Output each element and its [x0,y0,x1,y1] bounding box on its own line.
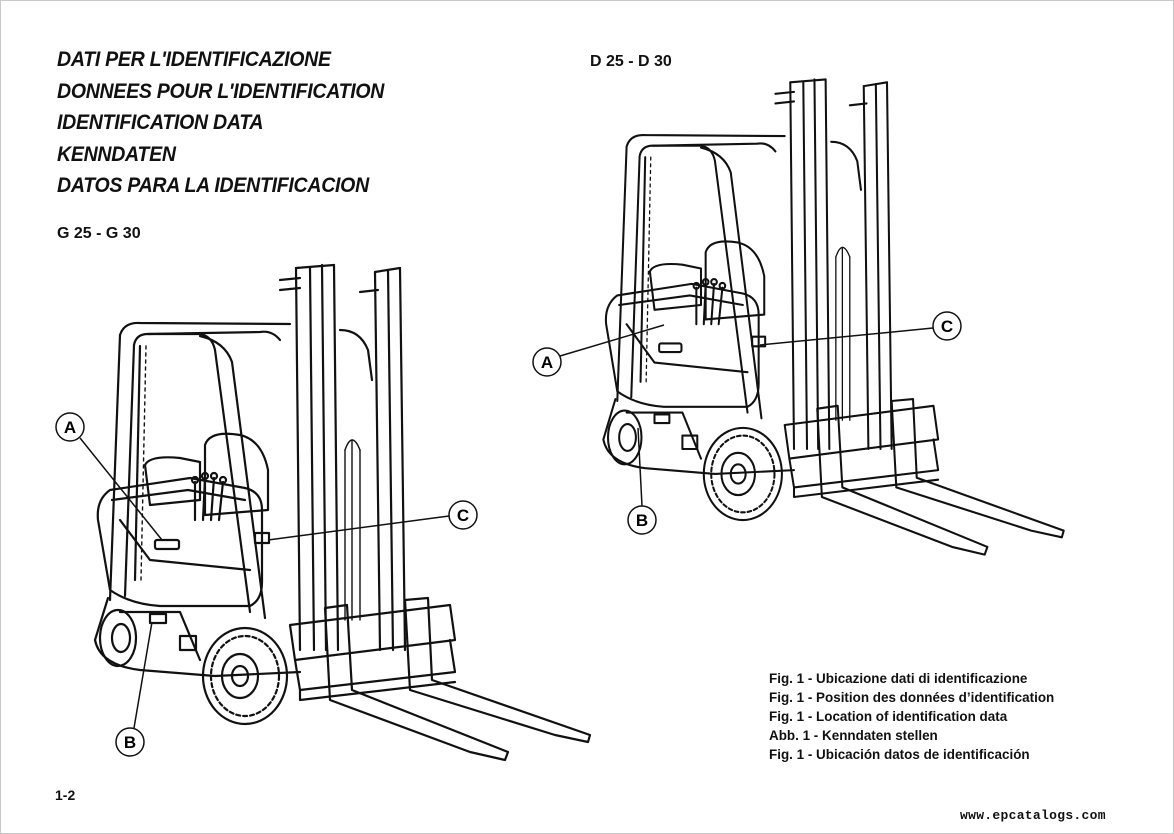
caption-german: Abb. 1 - Kenndaten stellen [769,727,938,743]
callout-c-left-circle [448,500,478,530]
callout-a-left-circle [55,412,85,442]
callout-c-right-circle [932,311,962,341]
heading-block: DATI PER L'IDENTIFICAZIONE DONNEES POUR … [57,44,409,202]
heading-french: DONNEES POUR L'IDENTIFICATION [57,79,385,103]
callout-b-left-circle [115,727,145,757]
page-number: 1-2 [55,787,76,803]
callout-a-left-label: A [64,418,76,437]
callout-c-right-label: C [941,317,953,336]
callout-c-left-label: C [457,506,469,525]
forklift-g25-drawing [93,263,592,762]
callout-a-right-label: A [541,353,553,372]
watermark-text: www.epcatalogs.com [960,808,1106,823]
figure-captions: Fig. 1 - Ubicazione dati di identificazi… [769,669,1066,764]
caption-italian: Fig. 1 - Ubicazione dati di identificazi… [769,670,1028,686]
model-label-right: D 25 - D 30 [590,53,672,70]
callout-b-right-label: B [636,511,648,530]
callout-b-left-label: B [124,733,136,752]
heading-english: IDENTIFICATION DATA [57,111,264,134]
heading-german: KENNDATEN [57,142,176,166]
callout-a-right-circle [532,347,562,377]
heading-spanish: DATOS PARA LA IDENTIFICACION [57,174,369,197]
forklift-d25-drawing [602,78,1065,556]
caption-french: Fig. 1 - Position des données d’identifi… [769,689,1055,705]
caption-spanish: Fig. 1 - Ubicación datos de identificaci… [769,746,1030,762]
model-label-left: G 25 - G 30 [57,225,141,242]
heading-italian: DATI PER L'IDENTIFICAZIONE [57,48,331,71]
caption-english: Fig. 1 - Location of identification data [769,708,1008,724]
